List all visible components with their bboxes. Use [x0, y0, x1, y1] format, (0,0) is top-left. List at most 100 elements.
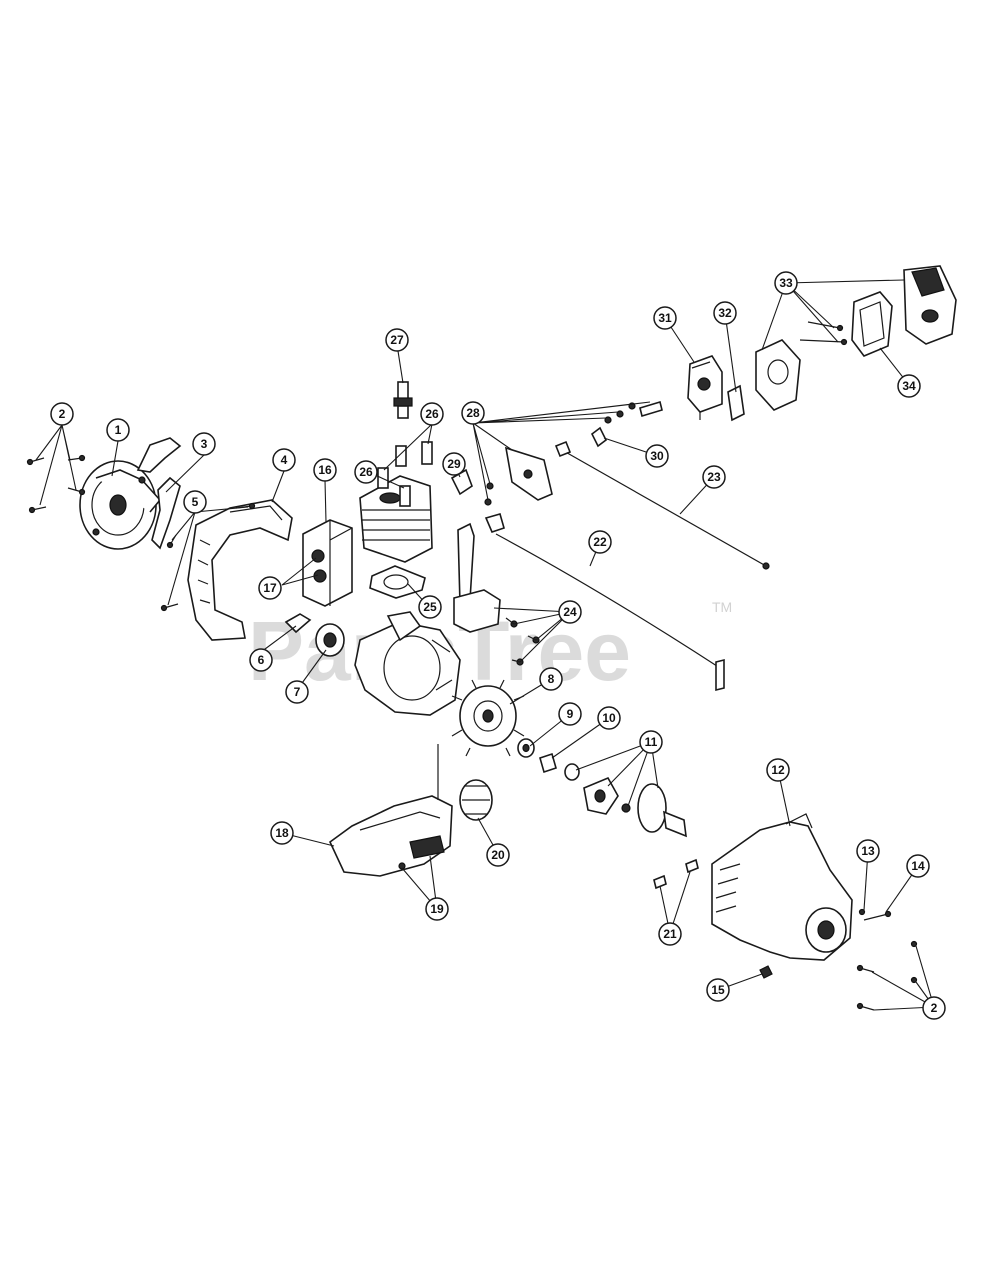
callout-2-right-label: 2 [931, 1001, 938, 1015]
flywheel-part [451, 679, 525, 757]
callout-10-label: 10 [602, 711, 616, 725]
callout-13-label: 13 [861, 844, 875, 858]
clutch-assembly-part [564, 763, 687, 838]
callout-16-label: 16 [318, 463, 332, 477]
callout-34: 34 [897, 374, 921, 398]
callout-18: 18 [270, 821, 294, 845]
callout-26-upper-label: 26 [425, 407, 439, 421]
callout-34-label: 34 [902, 379, 916, 393]
callout-13: 13 [856, 839, 880, 863]
callout-10: 10 [597, 706, 621, 730]
callout-9: 9 [558, 702, 582, 726]
callout-2-left: 2 [50, 402, 74, 426]
callout-6: 6 [249, 648, 273, 672]
callout-24: 24 [558, 600, 582, 624]
throttle-bracket-part [484, 446, 553, 533]
ignition-module-part [453, 522, 501, 633]
callout-14: 14 [906, 854, 930, 878]
callout-30-label: 30 [650, 449, 664, 463]
hardware-right-part [759, 908, 918, 1011]
callout-1: 1 [106, 418, 130, 442]
clutch-clips-part [653, 858, 699, 890]
callout-17: 17 [258, 576, 282, 600]
callout-27: 27 [385, 328, 409, 352]
choke-cable-part [495, 533, 725, 692]
callout-8: 8 [539, 667, 563, 691]
callout-6-label: 6 [258, 653, 265, 667]
callout-12-label: 12 [771, 763, 785, 777]
callout-26-upper: 26 [420, 402, 444, 426]
watermark-trademark: TM [712, 599, 732, 615]
carb-gasket-part [727, 384, 745, 422]
screws-left-part [26, 454, 86, 514]
gear-housing-part [711, 813, 853, 961]
callout-5: 5 [183, 490, 207, 514]
callout-4-label: 4 [281, 453, 288, 467]
callout-24-label: 24 [563, 605, 577, 619]
callout-28-label: 28 [466, 406, 480, 420]
starter-plate-part [151, 476, 181, 550]
callout-9-label: 9 [567, 707, 574, 721]
callout-20: 20 [486, 843, 510, 867]
throttle-cable-part [554, 440, 770, 570]
callout-32: 32 [713, 301, 737, 325]
fan-housing-part [187, 499, 293, 641]
callout-31: 31 [653, 306, 677, 330]
callout-19: 19 [425, 897, 449, 921]
callout-1-label: 1 [115, 423, 122, 437]
cylinder-gasket-part [369, 565, 426, 599]
callout-16: 16 [313, 458, 337, 482]
air-filter-base-part [755, 321, 848, 411]
callout-12: 12 [766, 758, 790, 782]
crankcase-part [354, 611, 461, 716]
callout-7: 7 [285, 680, 309, 704]
bearing-part [315, 623, 345, 657]
fuel-tank-part [328, 744, 453, 877]
bushing-part [539, 752, 557, 774]
callout-23-label: 23 [707, 470, 721, 484]
callout-14-label: 14 [911, 859, 925, 873]
callout-18-label: 18 [275, 826, 289, 840]
callout-19-label: 19 [430, 902, 444, 916]
callout-21-label: 21 [663, 927, 677, 941]
callout-29-label: 29 [447, 457, 461, 471]
callout-33-label: 33 [779, 276, 793, 290]
recoil-starter-part [79, 437, 182, 550]
callout-27-label: 27 [390, 333, 404, 347]
callout-20-label: 20 [491, 848, 505, 862]
callout-33: 33 [774, 271, 798, 295]
spark-plug-part [393, 381, 413, 419]
cylinder-bolts-part [377, 441, 433, 507]
callout-32-label: 32 [718, 306, 732, 320]
callout-15-label: 15 [711, 983, 725, 997]
air-filter-cover-part [903, 265, 957, 345]
cylinder-part [359, 475, 433, 563]
callout-2-right: 2 [922, 996, 946, 1020]
callout-30: 30 [645, 444, 669, 468]
module-screws-part [505, 617, 540, 666]
callout-21: 21 [658, 922, 682, 946]
air-filter-element-part [851, 291, 893, 357]
callout-17-label: 17 [263, 581, 277, 595]
muffler-part [302, 519, 353, 607]
callout-22-label: 22 [593, 535, 607, 549]
callout-8-label: 8 [548, 672, 555, 686]
callout-7-label: 7 [294, 685, 301, 699]
callout-25-label: 25 [423, 600, 437, 614]
callout-2-left-label: 2 [59, 407, 66, 421]
callout-11: 11 [639, 730, 663, 754]
callout-11-label: 11 [645, 735, 658, 749]
callout-29: 29 [442, 452, 466, 476]
callout-3: 3 [192, 432, 216, 456]
callout-15: 15 [706, 978, 730, 1002]
fuel-cap-part [459, 779, 493, 821]
washer-part [517, 738, 535, 758]
callout-22: 22 [588, 530, 612, 554]
callout-5-label: 5 [192, 495, 199, 509]
callout-26-lower-label: 26 [359, 465, 373, 479]
callout-28: 28 [461, 401, 485, 425]
callout-23: 23 [702, 465, 726, 489]
callout-26-lower: 26 [354, 460, 378, 484]
callout-31-label: 31 [658, 311, 672, 325]
